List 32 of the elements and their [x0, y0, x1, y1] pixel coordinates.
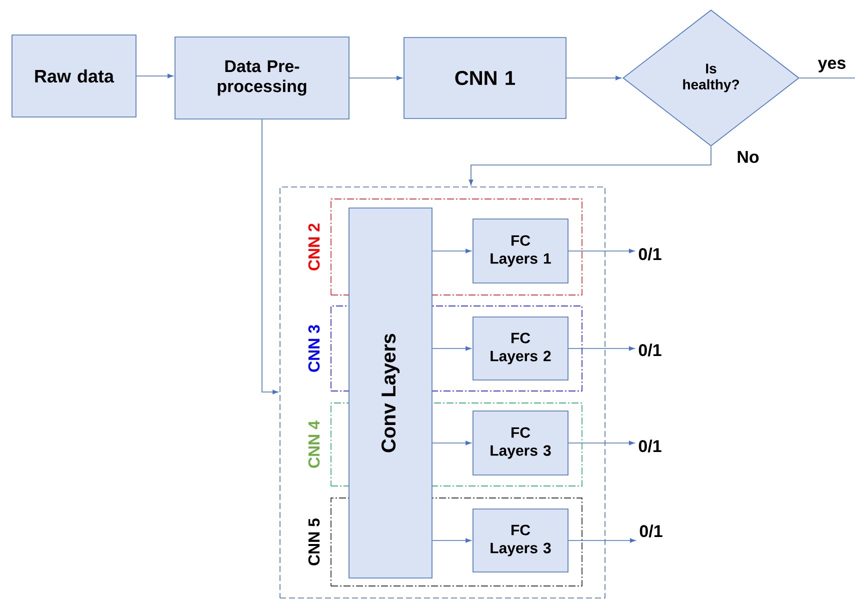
layer-bar: Conv Layers — [348, 208, 432, 578]
arrow — [566, 76, 622, 80]
edge-label: No — [736, 150, 760, 164]
edge-label: yes — [816, 58, 848, 74]
process-box: CNN 1 — [404, 37, 566, 119]
process-box: Raw data — [12, 34, 136, 118]
process-box: Data Pre-processing — [174, 36, 350, 120]
arrow — [262, 119, 278, 394]
arrow — [568, 346, 635, 351]
dashed-frame — [280, 186, 606, 598]
arrow — [432, 346, 472, 351]
arrow — [468, 146, 712, 186]
node-label: CNN 4 — [308, 420, 320, 468]
node-label: CNN 5 — [308, 518, 320, 566]
arrow — [136, 74, 174, 78]
node-label: CNN 2 — [308, 224, 320, 270]
node-label: CNN 3 — [308, 325, 320, 372]
arrow — [432, 248, 472, 254]
output-text: 0/1 — [638, 344, 662, 356]
output-text: 0/1 — [638, 440, 662, 452]
process-box: FC Layers 3 — [472, 508, 568, 572]
process-box: FC Layers 3 — [472, 410, 568, 476]
arrow — [568, 538, 636, 543]
arrow — [568, 440, 635, 446]
arrow — [432, 538, 472, 543]
arrow — [568, 248, 635, 254]
arrow — [349, 76, 402, 80]
arrow — [432, 440, 472, 446]
output-text: 0/1 — [638, 248, 662, 260]
process-box: FC Layers 2 — [472, 316, 568, 380]
process-box: FC Layers 1 — [472, 218, 568, 284]
output-text: 0/1 — [640, 524, 662, 538]
